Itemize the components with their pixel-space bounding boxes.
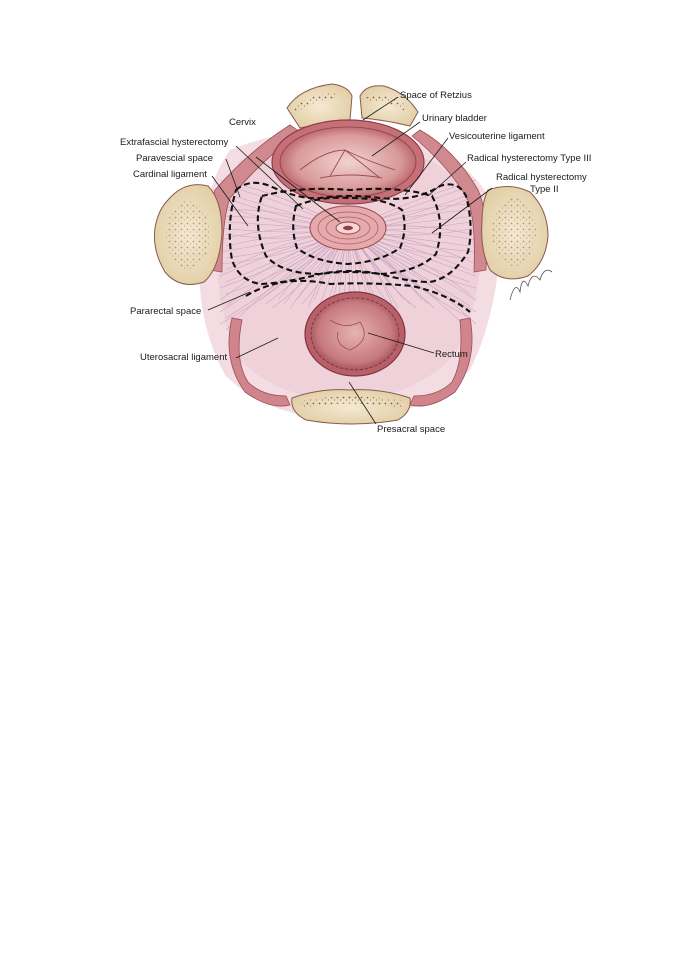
label-pararectal-space: Pararectal space	[130, 306, 201, 317]
iliac-bone-left	[154, 184, 223, 285]
pubic-bone-right	[359, 85, 419, 127]
artist-signature	[509, 269, 553, 301]
label-extrafascial-hysterectomy: Extrafascial hysterectomy	[120, 137, 228, 148]
label-radical-type-ii-line1: Radical hysterectomy	[496, 172, 587, 183]
label-radical-type-ii-line2: Type II	[530, 184, 559, 195]
cervix	[309, 205, 387, 251]
pararectal-margin	[245, 279, 471, 313]
labels: Space of Retzius Urinary bladder Cervix …	[120, 90, 591, 435]
label-presacral-space: Presacral space	[377, 424, 445, 435]
leader-lines	[207, 96, 493, 425]
surgical-margin-lines	[228, 181, 472, 313]
extrafascial-margin	[292, 196, 406, 266]
label-cervix: Cervix	[229, 117, 256, 128]
urinary-bladder	[271, 119, 425, 205]
rectum	[304, 291, 406, 377]
label-urinary-bladder: Urinary bladder	[422, 113, 487, 124]
type-iii-margin	[228, 181, 472, 286]
iliac-bone-right	[481, 186, 549, 280]
label-uterosacral-ligament: Uterosacral ligament	[140, 352, 227, 363]
label-paravescial-space: Paravescial space	[136, 153, 213, 164]
label-vesicouterine-ligament: Vesicouterine ligament	[449, 131, 545, 142]
type-ii-margin	[256, 187, 442, 276]
label-radical-type-iii: Radical hysterectomy Type III	[467, 153, 591, 164]
label-cardinal-ligament: Cardinal ligament	[133, 169, 207, 180]
label-space-of-retzius: Space of Retzius	[400, 90, 472, 101]
sacrum	[291, 389, 411, 425]
label-rectum: Rectum	[435, 349, 468, 360]
